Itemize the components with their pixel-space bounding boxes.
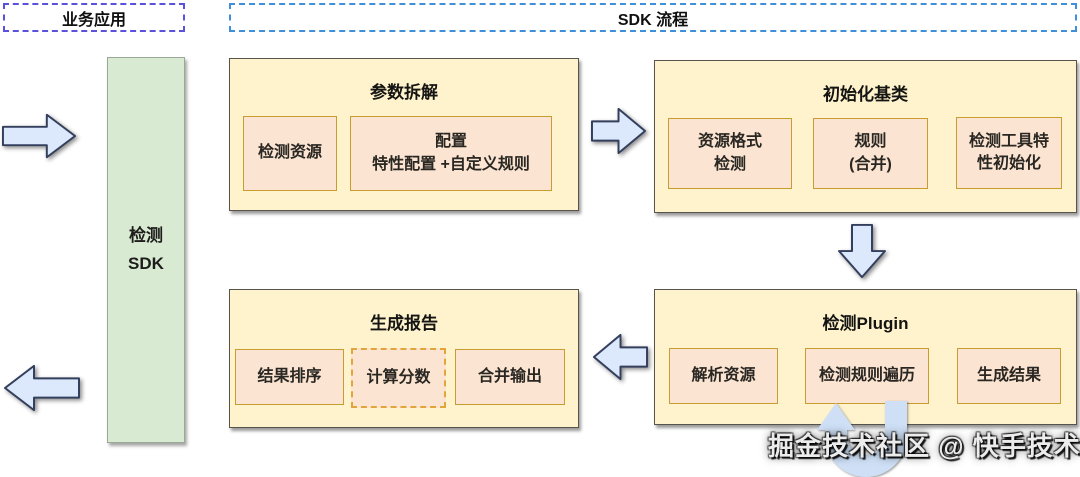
sdk-flow-lane-header: SDK 流程 (229, 3, 1077, 32)
step-generate-result-label: 生成结果 (976, 366, 1041, 384)
step-resource-format-detect: 资源格式 检测 (668, 118, 792, 189)
step-calc-score-label: 计算分数 (366, 368, 431, 386)
step-tool-feature-line2: 性初始化 (976, 155, 1041, 172)
step-config-label-line2: 特性配置 +自定义规则 (372, 155, 530, 173)
step-rule-traverse: 检测规则遍历 (805, 348, 929, 404)
step-parse-resource-label: 解析资源 (691, 366, 756, 384)
arrow-left-icon (591, 332, 648, 382)
step-resource-format-line1: 资源格式 (697, 133, 762, 151)
step-result-sort: 结果排序 (235, 349, 344, 405)
step-detect-resource-label: 检测资源 (257, 144, 322, 162)
step-generate-result: 生成结果 (957, 348, 1061, 404)
business-app-lane-header: 业务应用 (3, 3, 185, 32)
sdk-flow-label: SDK 流程 (617, 11, 689, 29)
detect-sdk-bar: 检测 SDK (107, 57, 185, 443)
loop-arrow-icon (800, 401, 920, 477)
detect-sdk-label-line2: SDK (128, 253, 164, 273)
step-merge-output-label: 合并输出 (477, 367, 542, 385)
group-param-parse-title: 参数拆解 (370, 83, 438, 102)
arrow-right-icon (591, 106, 648, 156)
group-detect-plugin-title: 检测Plugin (822, 314, 909, 333)
step-detect-resource: 检测资源 (243, 116, 337, 191)
detect-sdk-label-line1: 检测 (129, 225, 163, 245)
arrow-left-icon (2, 363, 80, 413)
group-generate-report-title: 生成报告 (370, 314, 438, 333)
step-config: 配置 特性配置 +自定义规则 (350, 116, 552, 191)
arrow-down-icon (836, 224, 888, 280)
step-config-label-line1: 配置 (434, 133, 467, 151)
step-result-sort-label: 结果排序 (257, 367, 322, 385)
step-rules-line1: 规则 (854, 133, 887, 151)
step-tool-feature-init: 检测工具特 性初始化 (956, 117, 1062, 189)
step-tool-feature-line1: 检测工具特 (968, 132, 1049, 150)
business-app-label: 业务应用 (61, 11, 126, 29)
step-rules-merge: 规则 (合并) (813, 118, 928, 189)
step-parse-resource: 解析资源 (669, 348, 778, 404)
step-rule-traverse-label: 检测规则遍历 (818, 366, 915, 384)
step-calc-score: 计算分数 (351, 348, 446, 408)
group-init-base-title: 初始化基类 (823, 85, 908, 104)
watermark-text: 掘金技术社区 @ 快手技术 (768, 431, 1080, 461)
arrow-right-icon (2, 112, 78, 160)
step-resource-format-line2: 检测 (713, 155, 746, 173)
step-merge-output: 合并输出 (455, 349, 565, 405)
step-rules-line2: (合并) (849, 155, 892, 173)
